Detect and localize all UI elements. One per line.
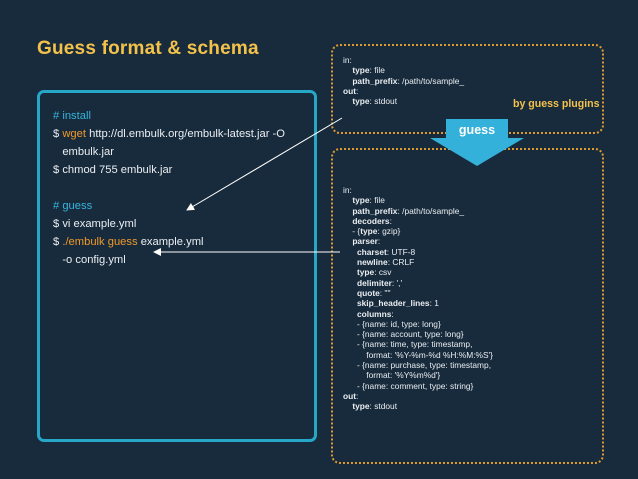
vi-command: $ vi example.yml [53,218,137,230]
prompt: $ [53,236,63,248]
wget-command: wget [62,128,86,140]
embulk-guess-command: ./embulk guess [62,236,138,248]
guess-arrow-icon [430,119,524,166]
wget-continuation: embulk.jar [53,146,114,158]
slide-title: Guess format & schema [37,38,259,59]
comment-guess: # guess [53,200,93,212]
config-yaml-text: in: type: file path_prefix: /path/to/sam… [343,185,493,412]
by-guess-plugins-label: by guess plugins [513,98,600,110]
prompt: $ [53,128,63,140]
chmod-command: $ chmod 755 embulk.jar [53,164,173,176]
guess-args: example.yml [137,236,204,248]
terminal-text: # install $ wget http://dl.embulk.org/em… [53,107,285,269]
seed-yaml-text: in: type: file path_prefix: /path/to/sam… [343,55,465,107]
terminal-panel: # install $ wget http://dl.embulk.org/em… [37,90,317,442]
comment-install: # install [53,110,91,122]
guess-output-arg: -o config.yml [53,254,126,266]
wget-url: http://dl.embulk.org/embulk-latest.jar -… [85,128,285,140]
arrow-to-example-yml [186,117,343,211]
guess-label: guess [458,123,496,137]
